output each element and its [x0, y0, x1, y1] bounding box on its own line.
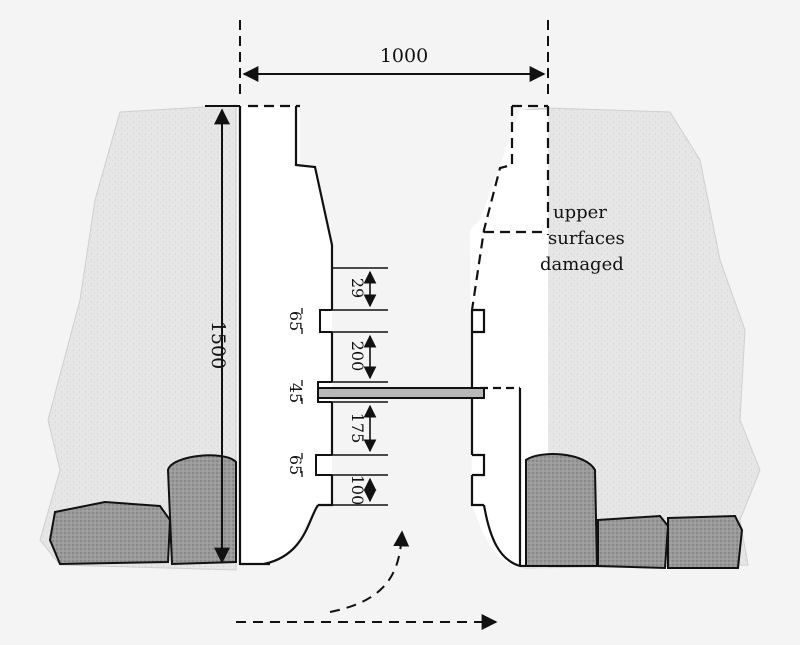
height-dimension [205, 105, 240, 564]
note-line-3: damaged [540, 254, 624, 275]
right-jamb [470, 110, 548, 568]
dim-200: 200 [348, 341, 367, 372]
earth-left [39, 104, 237, 571]
dim-45: 45 [286, 383, 305, 403]
right-jamb-outline [470, 104, 550, 568]
note-line-2: surfaces [548, 228, 625, 249]
width-label: 1000 [380, 45, 428, 67]
left-jamb [240, 106, 332, 565]
left-inner-ticks [332, 267, 388, 506]
dim-29: 29 [348, 278, 367, 298]
stone-right-2 [597, 514, 670, 570]
dim-65-lower: 65 [286, 455, 305, 475]
width-dimension [239, 20, 549, 100]
stone-left-1 [48, 500, 172, 566]
stone-right-1 [525, 453, 599, 567]
cross-bar [317, 387, 485, 399]
dim-175: 175 [348, 413, 367, 444]
flow-arrows [236, 530, 498, 630]
dim-65-upper: 65 [286, 311, 305, 331]
stone-right-3 [667, 514, 744, 569]
dim-100: 100 [348, 475, 367, 506]
note-line-1: upper [553, 202, 607, 223]
height-label: 1500 [207, 321, 229, 369]
stone-left-2 [166, 454, 237, 566]
